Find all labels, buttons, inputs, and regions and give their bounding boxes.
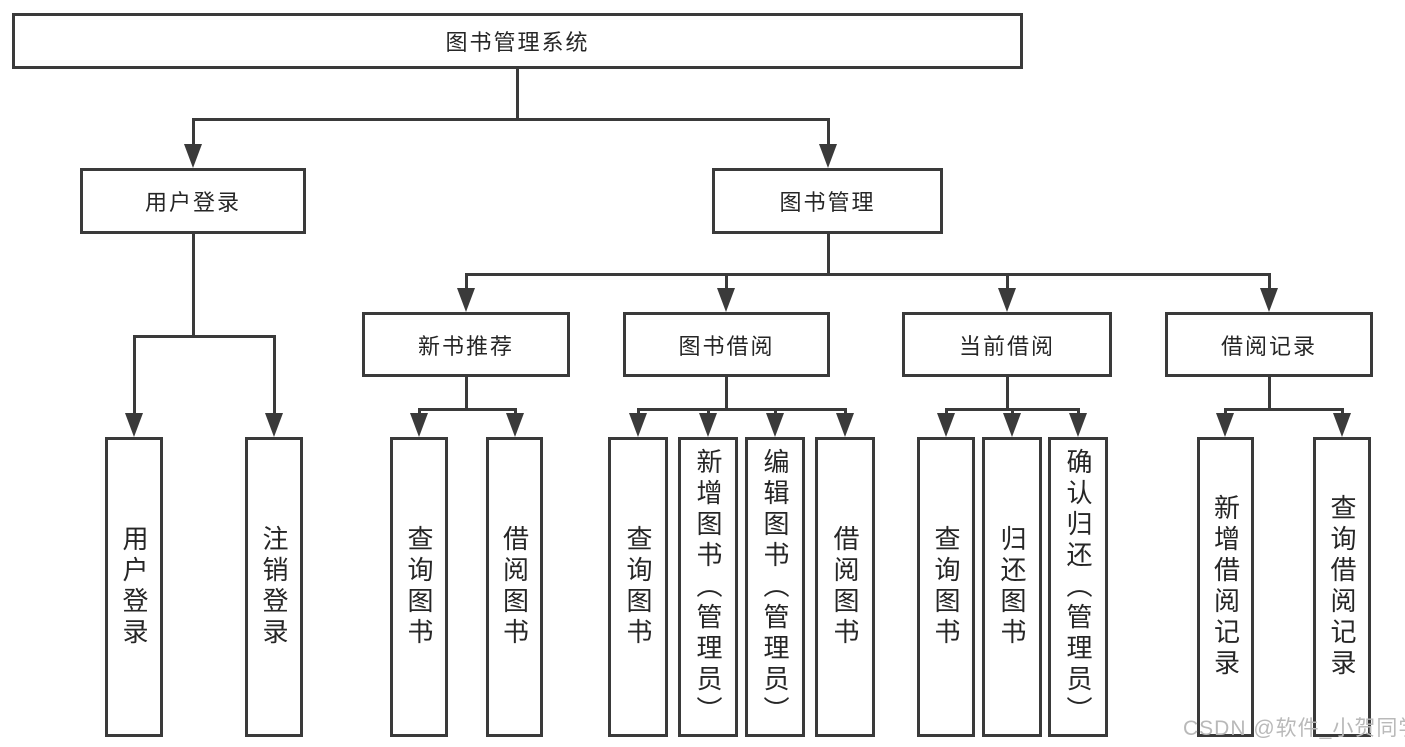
leaf-logout: 注销登录: [245, 437, 303, 737]
arrow-down-icon: [265, 413, 283, 437]
leaf-label: 归还图书: [997, 525, 1027, 649]
connector-line: [1006, 273, 1009, 291]
csdn-watermark: CSDN @软件_小贺同学: [1183, 717, 1405, 740]
connector-line: [1077, 408, 1080, 416]
leaf-label: 注销登录: [259, 525, 289, 649]
leaf-confirm-return-admin: 确认归还（管理员）: [1048, 437, 1108, 737]
arrow-down-icon: [1333, 413, 1351, 437]
leaf-query-borrow-record: 查询借阅记录: [1313, 437, 1371, 737]
connector-line: [774, 408, 777, 416]
leaf-label: 借阅图书: [830, 525, 860, 649]
leaf-query-books: 查询图书: [608, 437, 668, 737]
node-label: 图书管理: [779, 190, 876, 215]
connector-line: [516, 69, 519, 121]
node-root-label: 图书管理系统: [445, 30, 590, 55]
leaf-query-books: 查询图书: [917, 437, 975, 737]
arrow-down-icon: [125, 413, 143, 437]
leaf-edit-books-admin: 编辑图书（管理员）: [745, 437, 805, 737]
arrow-down-icon: [457, 288, 475, 312]
connector-line: [465, 377, 468, 411]
connector-line: [1011, 408, 1014, 416]
leaf-user-login: 用户登录: [105, 437, 163, 737]
leaf-add-borrow-record: 新增借阅记录: [1197, 437, 1254, 737]
connector-line: [1268, 273, 1271, 291]
node-label: 借阅记录: [1220, 333, 1317, 359]
arrow-down-icon: [1260, 288, 1278, 312]
connector-line: [418, 408, 421, 416]
arrow-down-icon: [937, 413, 955, 437]
leaf-return-books: 归还图书: [982, 437, 1042, 737]
connector-line: [725, 273, 728, 291]
connector-line: [827, 118, 830, 148]
connector-line: [637, 408, 847, 411]
connector-line: [192, 234, 195, 338]
arrow-down-icon: [699, 413, 717, 437]
connector-line: [844, 408, 847, 416]
connector-line: [1224, 408, 1344, 411]
connector-line: [1224, 408, 1227, 416]
connector-line: [945, 408, 948, 416]
connector-line: [133, 335, 136, 415]
node-new-book-recommend: 新书推荐: [362, 312, 570, 377]
node-label: 新书推荐: [417, 333, 514, 359]
connector-line: [192, 118, 830, 121]
leaf-label: 查询图书: [404, 525, 434, 649]
node-borrow-records: 借阅记录: [1165, 312, 1373, 377]
arrow-down-icon: [506, 413, 524, 437]
arrow-down-icon: [998, 288, 1016, 312]
connector-line: [465, 273, 1271, 276]
connector-line: [192, 118, 195, 148]
leaf-label: 查询借阅记录: [1327, 494, 1357, 680]
connector-line: [1006, 377, 1009, 411]
leaf-borrow-books: 借阅图书: [815, 437, 875, 737]
connector-line: [827, 234, 830, 276]
leaf-label: 借阅图书: [499, 525, 530, 649]
connector-line: [725, 377, 728, 411]
arrow-down-icon: [819, 144, 837, 168]
node-label: 当前借阅: [958, 333, 1055, 359]
arrow-down-icon: [629, 413, 647, 437]
connector-line: [637, 408, 640, 416]
leaf-label: 新增借阅记录: [1210, 494, 1241, 680]
leaf-borrow-books: 借阅图书: [486, 437, 543, 737]
arrow-down-icon: [1069, 413, 1087, 437]
leaf-label: 查询图书: [931, 525, 961, 649]
connector-line: [418, 408, 517, 411]
node-user-login: 用户登录: [80, 168, 306, 234]
connector-line: [514, 408, 517, 416]
node-root: 图书管理系统: [12, 13, 1023, 69]
leaf-add-books-admin: 新增图书（管理员）: [678, 437, 738, 737]
arrow-down-icon: [410, 413, 428, 437]
connector-line: [707, 408, 710, 416]
arrow-down-icon: [717, 288, 735, 312]
arrow-down-icon: [766, 413, 784, 437]
connector-line: [273, 335, 276, 415]
arrow-down-icon: [1003, 413, 1021, 437]
node-current-borrow: 当前借阅: [902, 312, 1112, 377]
connector-line: [1341, 408, 1344, 416]
arrow-down-icon: [184, 144, 202, 168]
node-book-management: 图书管理: [712, 168, 943, 234]
arrow-down-icon: [1216, 413, 1234, 437]
leaf-label: 编辑图书（管理员）: [760, 447, 790, 727]
connector-line: [133, 335, 276, 338]
node-label: 用户登录: [144, 190, 241, 215]
arrow-down-icon: [836, 413, 854, 437]
leaf-label: 确认归还（管理员）: [1063, 447, 1093, 727]
connector-line: [465, 273, 468, 291]
leaf-label: 新增图书（管理员）: [693, 447, 723, 727]
leaf-label: 查询图书: [623, 525, 653, 649]
node-label: 图书借阅: [678, 333, 775, 359]
leaf-query-books: 查询图书: [390, 437, 448, 737]
node-book-borrow: 图书借阅: [623, 312, 830, 377]
leaf-label: 用户登录: [119, 525, 149, 649]
connector-line: [1268, 377, 1271, 411]
